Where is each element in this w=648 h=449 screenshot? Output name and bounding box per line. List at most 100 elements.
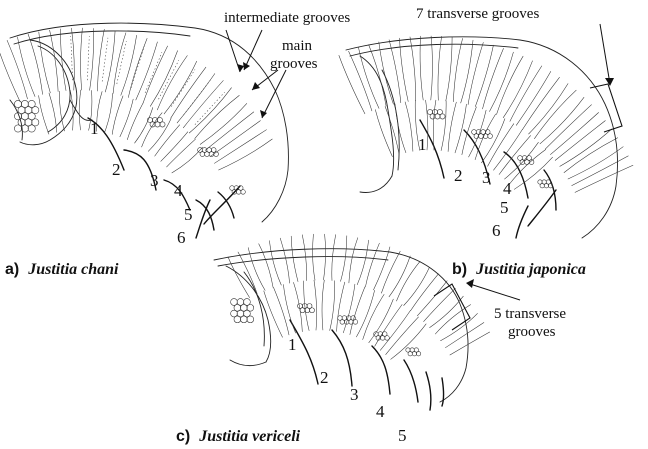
panel-c-tubercle <box>380 336 385 341</box>
panel-c-groove <box>349 238 358 283</box>
panel-a-inner-groove <box>161 132 188 162</box>
panel-c-arrow <box>470 284 520 300</box>
panel-b-groove <box>379 42 394 104</box>
panel-c-groove <box>441 313 478 340</box>
panel-a-groove <box>81 28 83 90</box>
panel-a-callout-main-line1: main <box>282 38 312 54</box>
panel-a-intermediate-groove <box>145 52 162 93</box>
panel-a-caption-species: Justitia chani <box>27 261 119 278</box>
panel-b-inner-groove <box>375 110 392 157</box>
panel-a-lobe-tubercle <box>14 125 21 132</box>
panel-a-intermediate-groove <box>102 38 108 82</box>
panel-c-lobe-tubercle <box>234 316 241 323</box>
panel-b-groove <box>475 45 493 106</box>
panel-b-tubercle <box>544 184 548 188</box>
panel-a-number-2: 2 <box>112 160 121 179</box>
panel-c-tubercle <box>310 308 315 313</box>
panel-a-groove <box>205 112 254 150</box>
panel-c-tubercle <box>408 352 412 356</box>
panel-b-inner-groove <box>448 102 456 151</box>
panel-b-callout: 7 transverse grooves <box>416 6 539 22</box>
panel-c-tubercle <box>416 352 420 356</box>
panel-c-groove <box>381 251 400 293</box>
panel-b-groove <box>453 38 462 101</box>
panel-b-tubercle <box>430 114 435 119</box>
panel-a-lobe-tubercle <box>28 125 35 132</box>
panel-a-tubercle <box>241 190 246 195</box>
panel-a-caption-letter: a) <box>5 261 19 278</box>
panel-b-inner-groove <box>441 101 446 151</box>
panel-a-groove <box>50 30 59 91</box>
panel-b-inner-groove <box>385 106 399 154</box>
panel-a-groove <box>128 38 147 97</box>
panel-a-number-1: 1 <box>90 119 99 138</box>
panel-c-tubercle <box>340 320 345 325</box>
panel-a-groove <box>136 42 158 100</box>
panel-c-tubercle <box>385 336 390 341</box>
panel-c-groove <box>302 235 306 281</box>
panel-c-inner-groove <box>274 287 290 335</box>
panel-b-inner-groove <box>433 100 436 150</box>
panel-a-groove <box>195 95 240 138</box>
panel-c-tubercle <box>412 352 416 356</box>
panel-a-caption: a) Justitia chani <box>5 261 119 278</box>
panel-b-caption-species: Justitia japonica <box>475 261 586 278</box>
panel-a-number-3: 3 <box>150 171 159 190</box>
panel-c-arrowhead <box>466 279 474 288</box>
panel-a-inner-groove <box>70 90 73 130</box>
panel-b-groove <box>438 36 442 100</box>
panel-b-groove <box>497 56 524 114</box>
panel-b-groove <box>431 36 433 100</box>
panel-c-caption-species: Justitia vericeli <box>198 428 300 445</box>
panel-b-groove <box>545 105 591 149</box>
panel-c-inner-groove <box>330 281 335 331</box>
panel-c-inner-groove <box>322 280 324 330</box>
panel-a-arrowhead-1 <box>237 64 244 72</box>
panel-b-tubercle <box>440 114 445 119</box>
panel-a-groove <box>183 81 223 128</box>
panel-a-inner-groove <box>79 90 81 130</box>
panel-c-inner-groove <box>304 281 309 331</box>
panel-c-groove <box>238 252 257 294</box>
panel-b-number-2: 2 <box>454 166 463 185</box>
panel-a-groove <box>200 103 247 144</box>
panel-c-groove <box>389 256 410 297</box>
panel-b-arrow <box>600 24 610 84</box>
panel-b-bracket <box>590 84 622 132</box>
panel-a-groove <box>164 61 197 114</box>
panel-b-groove <box>483 48 504 109</box>
panel-c-groove <box>357 240 368 285</box>
panel-a-groove <box>121 35 137 95</box>
panel-c-inner-groove <box>356 290 374 337</box>
panel-a-groove <box>7 40 27 99</box>
panel-a-number-6: 6 <box>177 228 186 247</box>
panel-b-groove <box>349 51 372 111</box>
panel-a-number-5: 5 <box>184 205 193 224</box>
panel-a-inner-groove <box>167 139 196 167</box>
panel-b-groove <box>523 77 560 129</box>
panel-b-groove <box>446 37 452 101</box>
panel-b-inner-groove <box>455 104 466 153</box>
panel-a-inner-groove <box>39 96 49 135</box>
panel-a-groove <box>219 139 273 170</box>
panel-b-caption: b) Justitia japonica <box>452 261 586 278</box>
panel-a-groove <box>39 32 51 93</box>
panel-a-tubercle <box>160 122 165 127</box>
panel-a-intermediate-groove <box>87 36 89 80</box>
panel-b-number-5: 5 <box>500 198 509 217</box>
panel-b-inner-groove <box>395 104 406 153</box>
panel-a-callout-main-line2: grooves <box>270 56 318 72</box>
panel-a-groove <box>150 51 177 107</box>
panel-c-groove <box>341 236 347 282</box>
panel-c-groove <box>280 238 289 283</box>
panel-b-number-4: 4 <box>503 179 512 198</box>
panel-a-inner-groove <box>120 99 133 137</box>
panel-a-groove <box>189 88 231 133</box>
panel-b-groove <box>503 61 532 118</box>
panel-b-tubercle <box>435 114 440 119</box>
panel-c-inner-groove <box>314 280 317 330</box>
panel-c-groove <box>397 261 421 301</box>
panel-c-number-2: 2 <box>320 368 329 387</box>
panel-a-groove <box>90 28 94 90</box>
